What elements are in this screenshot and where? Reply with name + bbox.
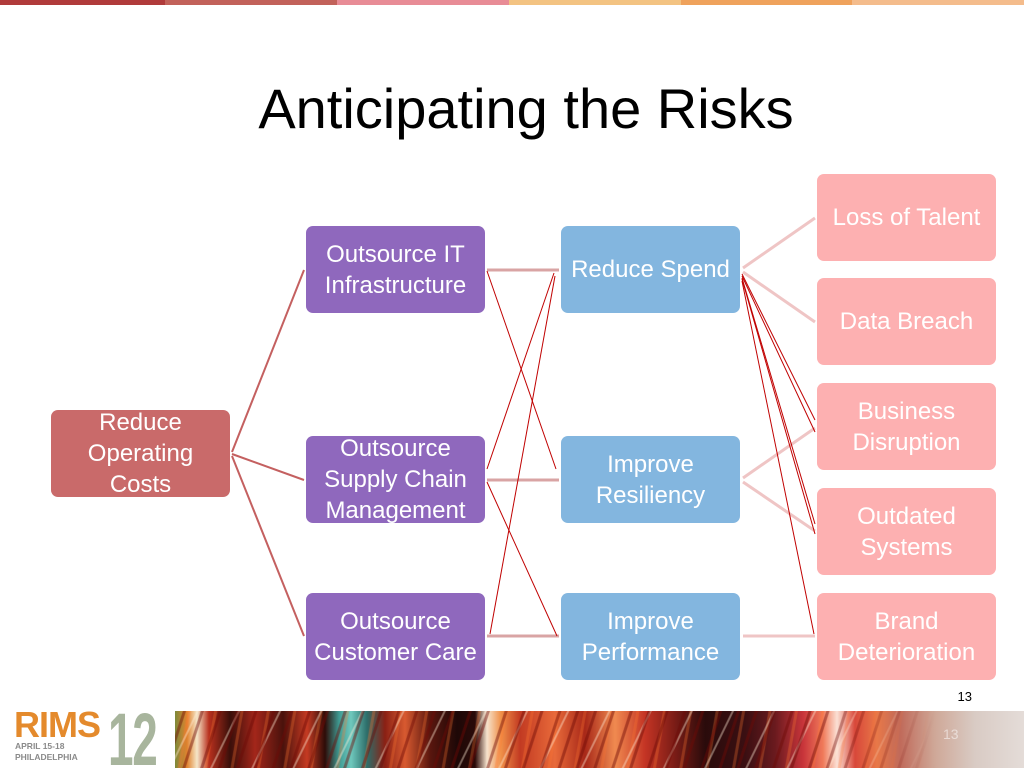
strategy-goal-connectors <box>487 268 559 638</box>
cross-link-connectors <box>486 270 816 637</box>
cross-link-reduce-spend-to-outdated-systems-a <box>741 277 816 525</box>
top-color-stripe <box>0 0 1024 5</box>
box-label: Brand Deterioration <box>837 607 976 666</box>
box-outdated-systems: Outdated Systems <box>817 488 996 575</box>
goal-risk-connectors <box>742 216 816 638</box>
rims-logo-wordmark: RIMS <box>14 704 101 745</box>
box-label: Reduce Spend <box>571 256 730 283</box>
connector-improve-resiliency-to-business-disruption <box>742 426 816 480</box>
objective-connectors <box>231 269 305 637</box>
box-label: Business Disruption <box>852 397 961 456</box>
box-label: Outsource Supply Chain Management <box>324 435 467 524</box>
rims-logo-number: 12 <box>108 698 158 768</box>
connector-objective-to-outsource-it <box>231 269 305 453</box>
stripe-segment <box>337 0 509 5</box>
stripe-segment <box>852 0 1024 5</box>
connector-reduce-spend-to-data-breach <box>742 270 816 324</box>
cross-link-reduce-spend-to-brand-deterioration <box>741 280 815 635</box>
box-reduce-spend: Reduce Spend <box>561 226 740 313</box>
logo-dates: APRIL 15-18 <box>15 741 65 751</box>
stripe-segment <box>0 0 165 5</box>
stripe-segment <box>509 0 681 5</box>
connector-reduce-spend-to-loss-of-talent <box>742 216 816 270</box>
connector-objective-to-outsource-supply-chain <box>231 453 305 481</box>
box-improve-resiliency: Improve Resiliency <box>561 436 740 523</box>
box-outsource-supply-chain-management: Outsource Supply Chain Management <box>306 435 485 524</box>
cross-link-outsource-it-to-improve-resiliency <box>486 270 557 470</box>
footer-photo-banner: 13 <box>175 711 1024 768</box>
photo-light-streaks <box>175 711 935 768</box>
box-label: Outdated Systems <box>857 502 956 561</box>
box-reduce-operating-costs: Reduce Operating Costs <box>51 409 230 498</box>
cross-link-reduce-spend-to-business-disruption-b <box>741 275 816 433</box>
cross-link-reduce-spend-to-outdated-systems-b <box>741 278 816 535</box>
box-brand-deterioration: Brand Deterioration <box>817 593 996 680</box>
box-label: Outsource Customer Care <box>314 607 477 666</box>
cross-link-reduce-spend-to-business-disruption-a <box>741 273 816 421</box>
diagram-connectors <box>231 216 816 638</box>
photo-slide-number-watermark: 13 <box>943 726 959 742</box>
box-label: Outsource IT Infrastructure <box>324 240 467 299</box>
connector-objective-to-outsource-customer-care <box>231 455 305 637</box>
cross-link-customer-care-to-reduce-spend <box>489 275 556 635</box>
cross-link-supply-chain-to-reduce-spend <box>486 272 555 470</box>
cross-link-supply-chain-to-improve-performance <box>486 481 558 637</box>
box-outsource-customer-care: Outsource Customer Care <box>306 593 485 680</box>
box-label: Loss of Talent <box>832 204 981 231</box>
stripe-segment <box>165 0 337 5</box>
box-label: Improve Performance <box>581 607 720 666</box>
box-business-disruption: Business Disruption <box>817 383 996 470</box>
box-data-breach: Data Breach <box>817 278 996 365</box>
slide-number: 13 <box>957 689 972 704</box>
box-label: Data Breach <box>839 308 974 335</box>
box-outsource-it-infrastructure: Outsource IT Infrastructure <box>306 226 485 313</box>
slide-title: Anticipating the Risks <box>258 77 794 140</box>
connector-improve-resiliency-to-outdated-systems <box>742 480 816 533</box>
logo-city: PHILADELPHIA <box>15 752 78 762</box>
box-label: Improve Resiliency <box>595 450 706 509</box>
box-improve-performance: Improve Performance <box>561 593 740 680</box>
box-label: Reduce Operating Costs <box>87 409 194 498</box>
stripe-segment <box>681 0 852 5</box>
box-loss-of-talent: Loss of Talent <box>817 174 996 261</box>
